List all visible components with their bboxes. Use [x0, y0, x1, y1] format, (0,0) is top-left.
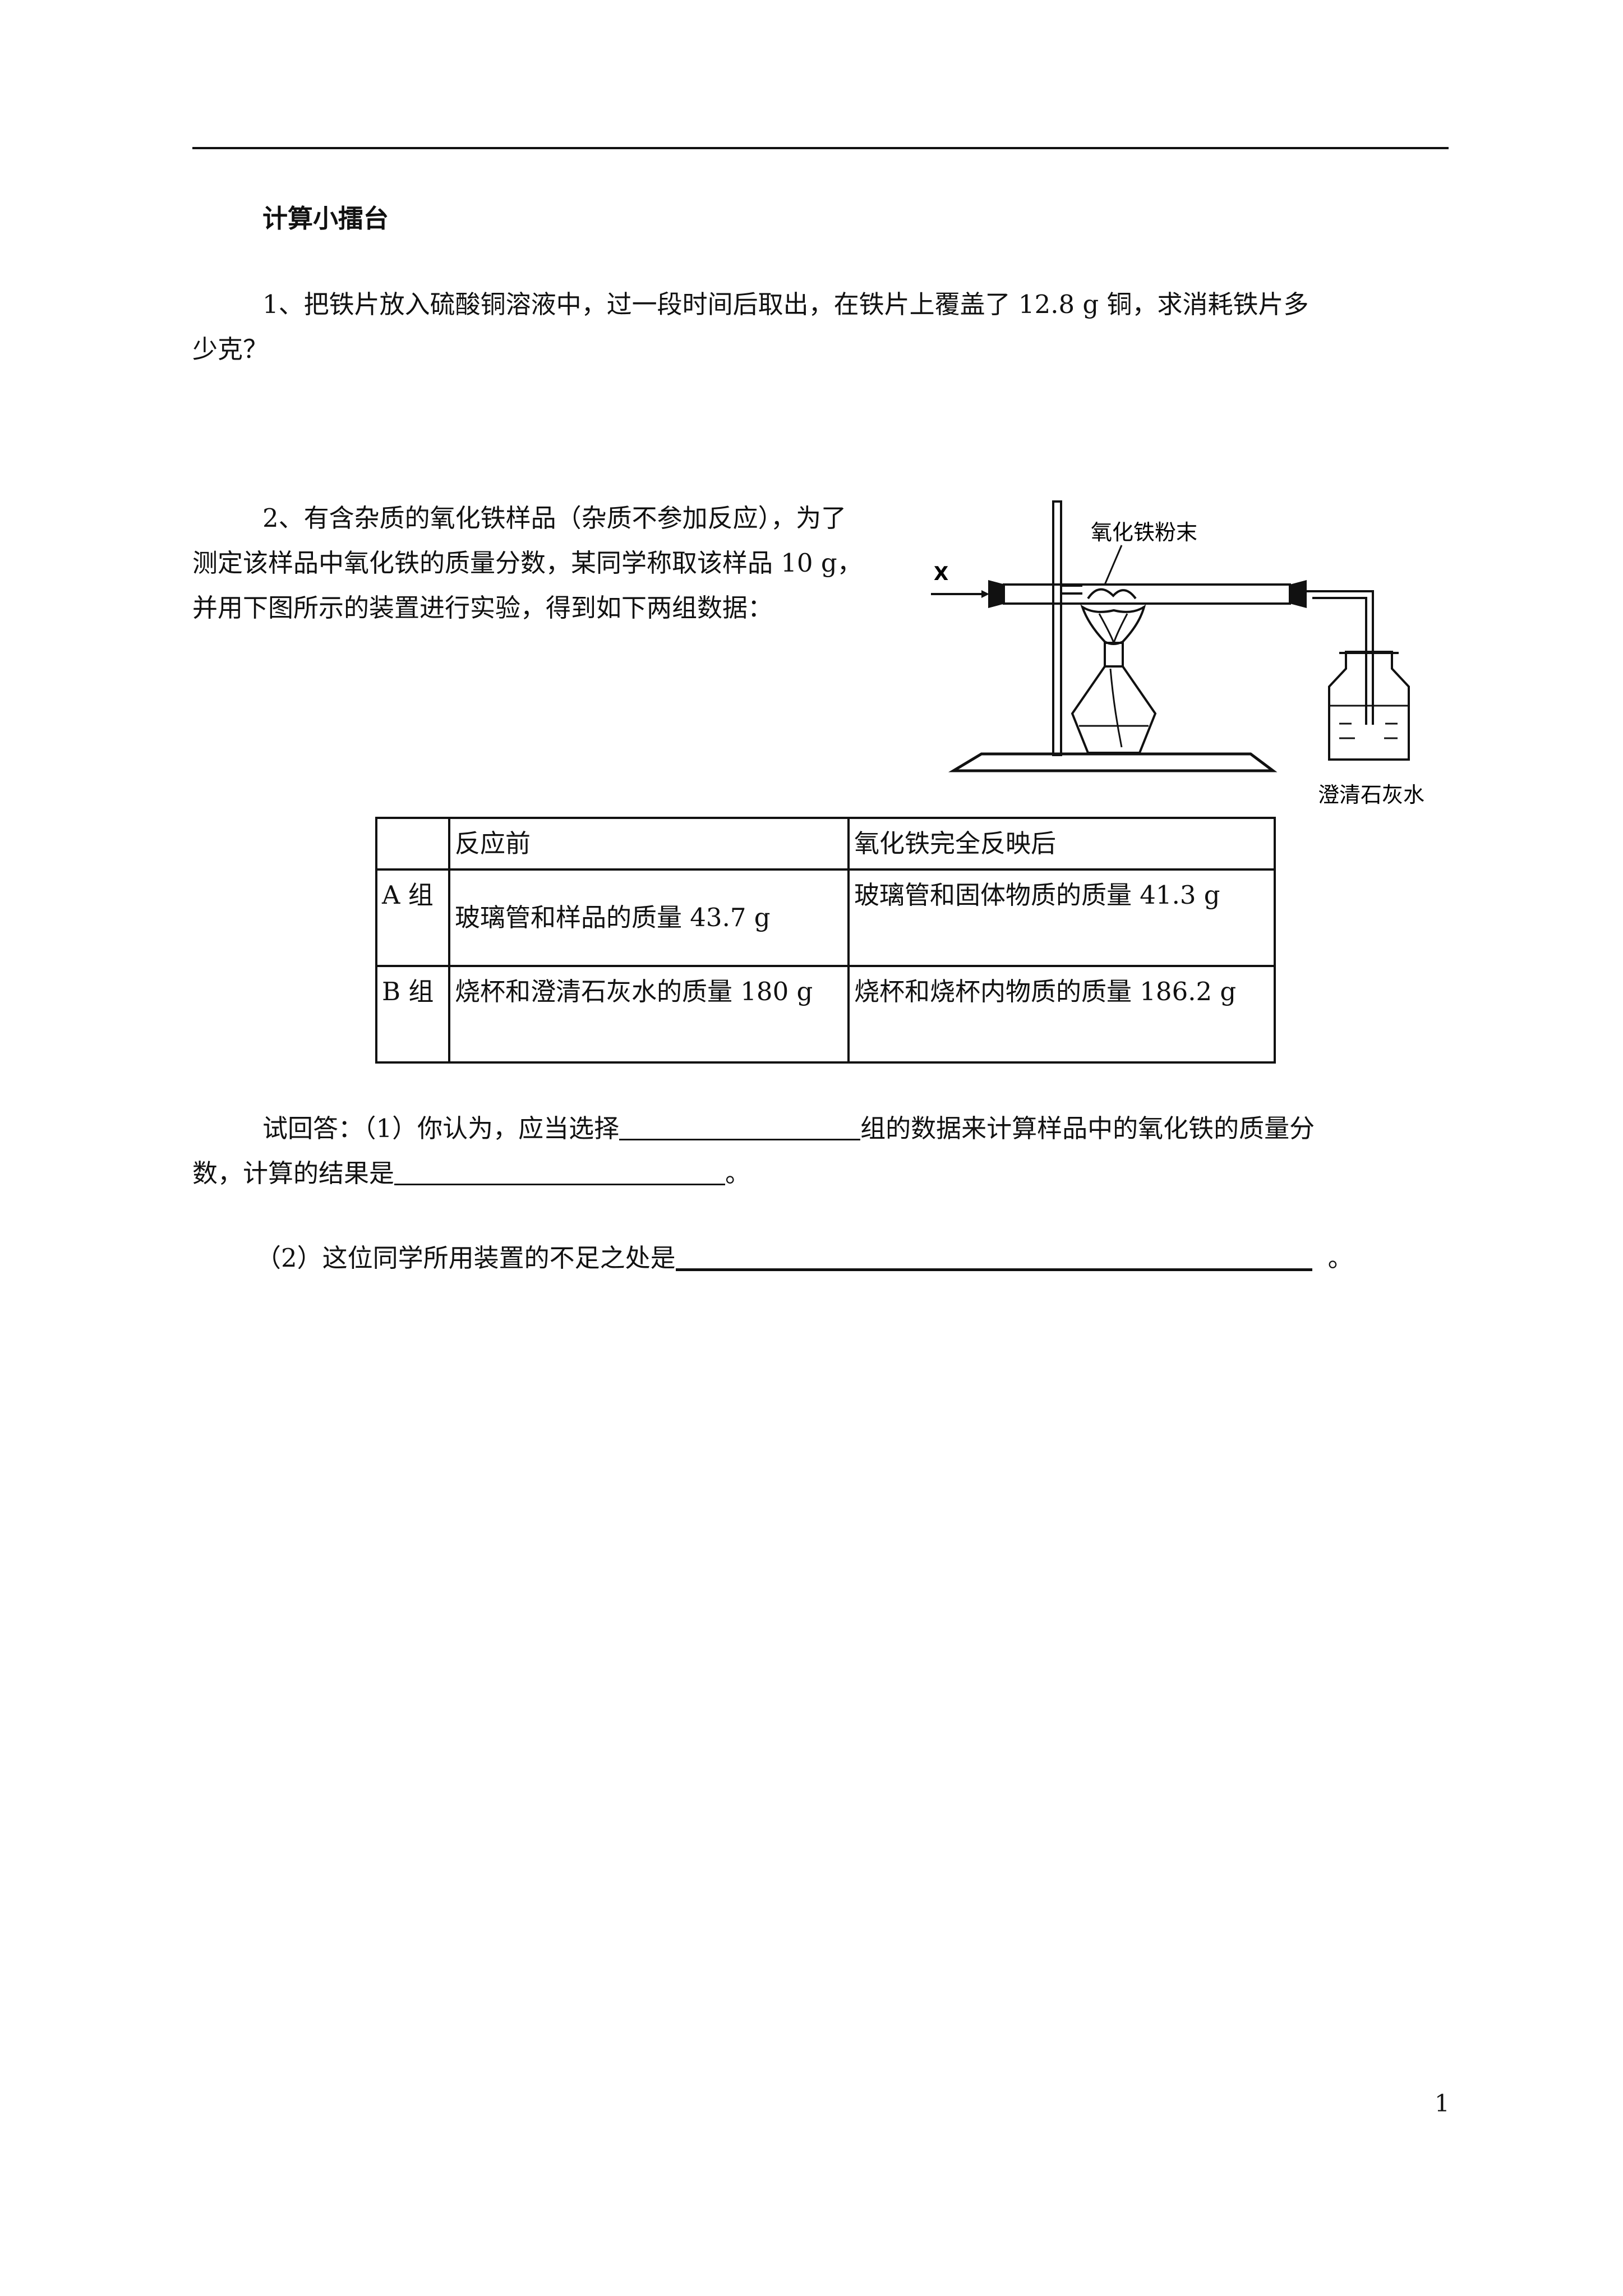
apparatus-diagram: X 氧化铁粉末 澄清石灰水	[931, 500, 1424, 807]
burner-neck	[1104, 642, 1124, 668]
outlet-pipe	[1307, 590, 1374, 725]
stand-pole	[1052, 500, 1062, 756]
stand-clamp	[1061, 585, 1082, 595]
stand-base	[948, 752, 1278, 772]
answer-1-line2: 数，计算的结果是 。	[192, 1151, 750, 1196]
answer-1-text-d: 。	[725, 1158, 751, 1188]
section-title: 计算小擂台	[262, 204, 389, 233]
table-row: A 组 玻璃管和样品的质量 43.7 g 玻璃管和固体物质的质量 41.3 g	[375, 868, 1276, 967]
table-row: B 组 烧杯和澄清石灰水的质量 180 g 烧杯和烧杯内物质的质量 186.2 …	[375, 965, 1276, 1064]
answer-1-blank-group[interactable]	[619, 1106, 861, 1140]
flame	[1080, 604, 1146, 645]
table-cell: 玻璃管和固体物质的质量 41.3 g	[847, 868, 1276, 967]
left-stopper	[988, 580, 1005, 608]
table-header-row: 反应前 氧化铁完全反映后	[375, 817, 1276, 871]
label-limewater: 澄清石灰水	[1318, 783, 1424, 807]
answer-1-line1: 试回答：（1）你认为，应当选择 组的数据来计算样品中的氧化铁的质量分	[262, 1106, 1315, 1151]
table-cell: 烧杯和澄清石灰水的质量 180 g	[448, 965, 850, 1064]
powder-pointer	[1104, 545, 1123, 585]
alcohol-burner	[1071, 665, 1157, 754]
answer-1-text-a: 试回答：（1）你认为，应当选择	[262, 1114, 620, 1143]
label-x: X	[934, 563, 948, 585]
limewater-bottle	[1328, 651, 1410, 761]
q1-line1: 1、把铁片放入硫酸铜溶液中，过一段时间后取出，在铁片上覆盖了 12.8 g 铜，…	[262, 289, 1309, 319]
answer-2-blank[interactable]	[675, 1236, 1312, 1271]
page-number: 1	[1435, 2090, 1450, 2117]
answer-1-text-b: 组的数据来计算样品中的氧化铁的质量分	[860, 1114, 1315, 1143]
label-powder: 氧化铁粉末	[1091, 520, 1197, 545]
table-cell	[375, 817, 450, 871]
answer-2-text-b: 。	[1327, 1243, 1353, 1273]
table-cell: 烧杯和烧杯内物质的质量 186.2 g	[847, 965, 1276, 1064]
table-cell: B 组	[375, 965, 450, 1064]
header-rule	[192, 147, 1449, 149]
q2-line3: 并用下图所示的装置进行实验，得到如下两组数据：	[192, 593, 773, 623]
table-cell: A 组	[375, 868, 450, 967]
table-cell: 反应前	[448, 817, 850, 871]
data-table: 反应前 氧化铁完全反映后 A 组 玻璃管和样品的质量 43.7 g 玻璃管和固体…	[375, 817, 1276, 1064]
answer-2-text-a: （2）这位同学所用装置的不足之处是	[256, 1243, 676, 1273]
answer-1-blank-result[interactable]	[394, 1151, 726, 1185]
q2-line1: 2、有含杂质的氧化铁样品（杂质不参加反应），为了	[262, 503, 847, 533]
answer-1-text-c: 数，计算的结果是	[192, 1158, 395, 1188]
q1-line2: 少克？	[192, 334, 269, 364]
table-cell: 玻璃管和样品的质量 43.7 g	[448, 868, 850, 967]
table-cell: 氧化铁完全反映后	[847, 817, 1276, 871]
right-stopper	[1290, 580, 1307, 608]
answer-2-line: （2）这位同学所用装置的不足之处是 。	[256, 1236, 1353, 1281]
glass-tube	[1003, 583, 1291, 605]
q2-line2: 测定该样品中氧化铁的质量分数，某同学称取该样品 10 g，	[192, 548, 863, 578]
iron-oxide-powder	[1087, 588, 1137, 600]
